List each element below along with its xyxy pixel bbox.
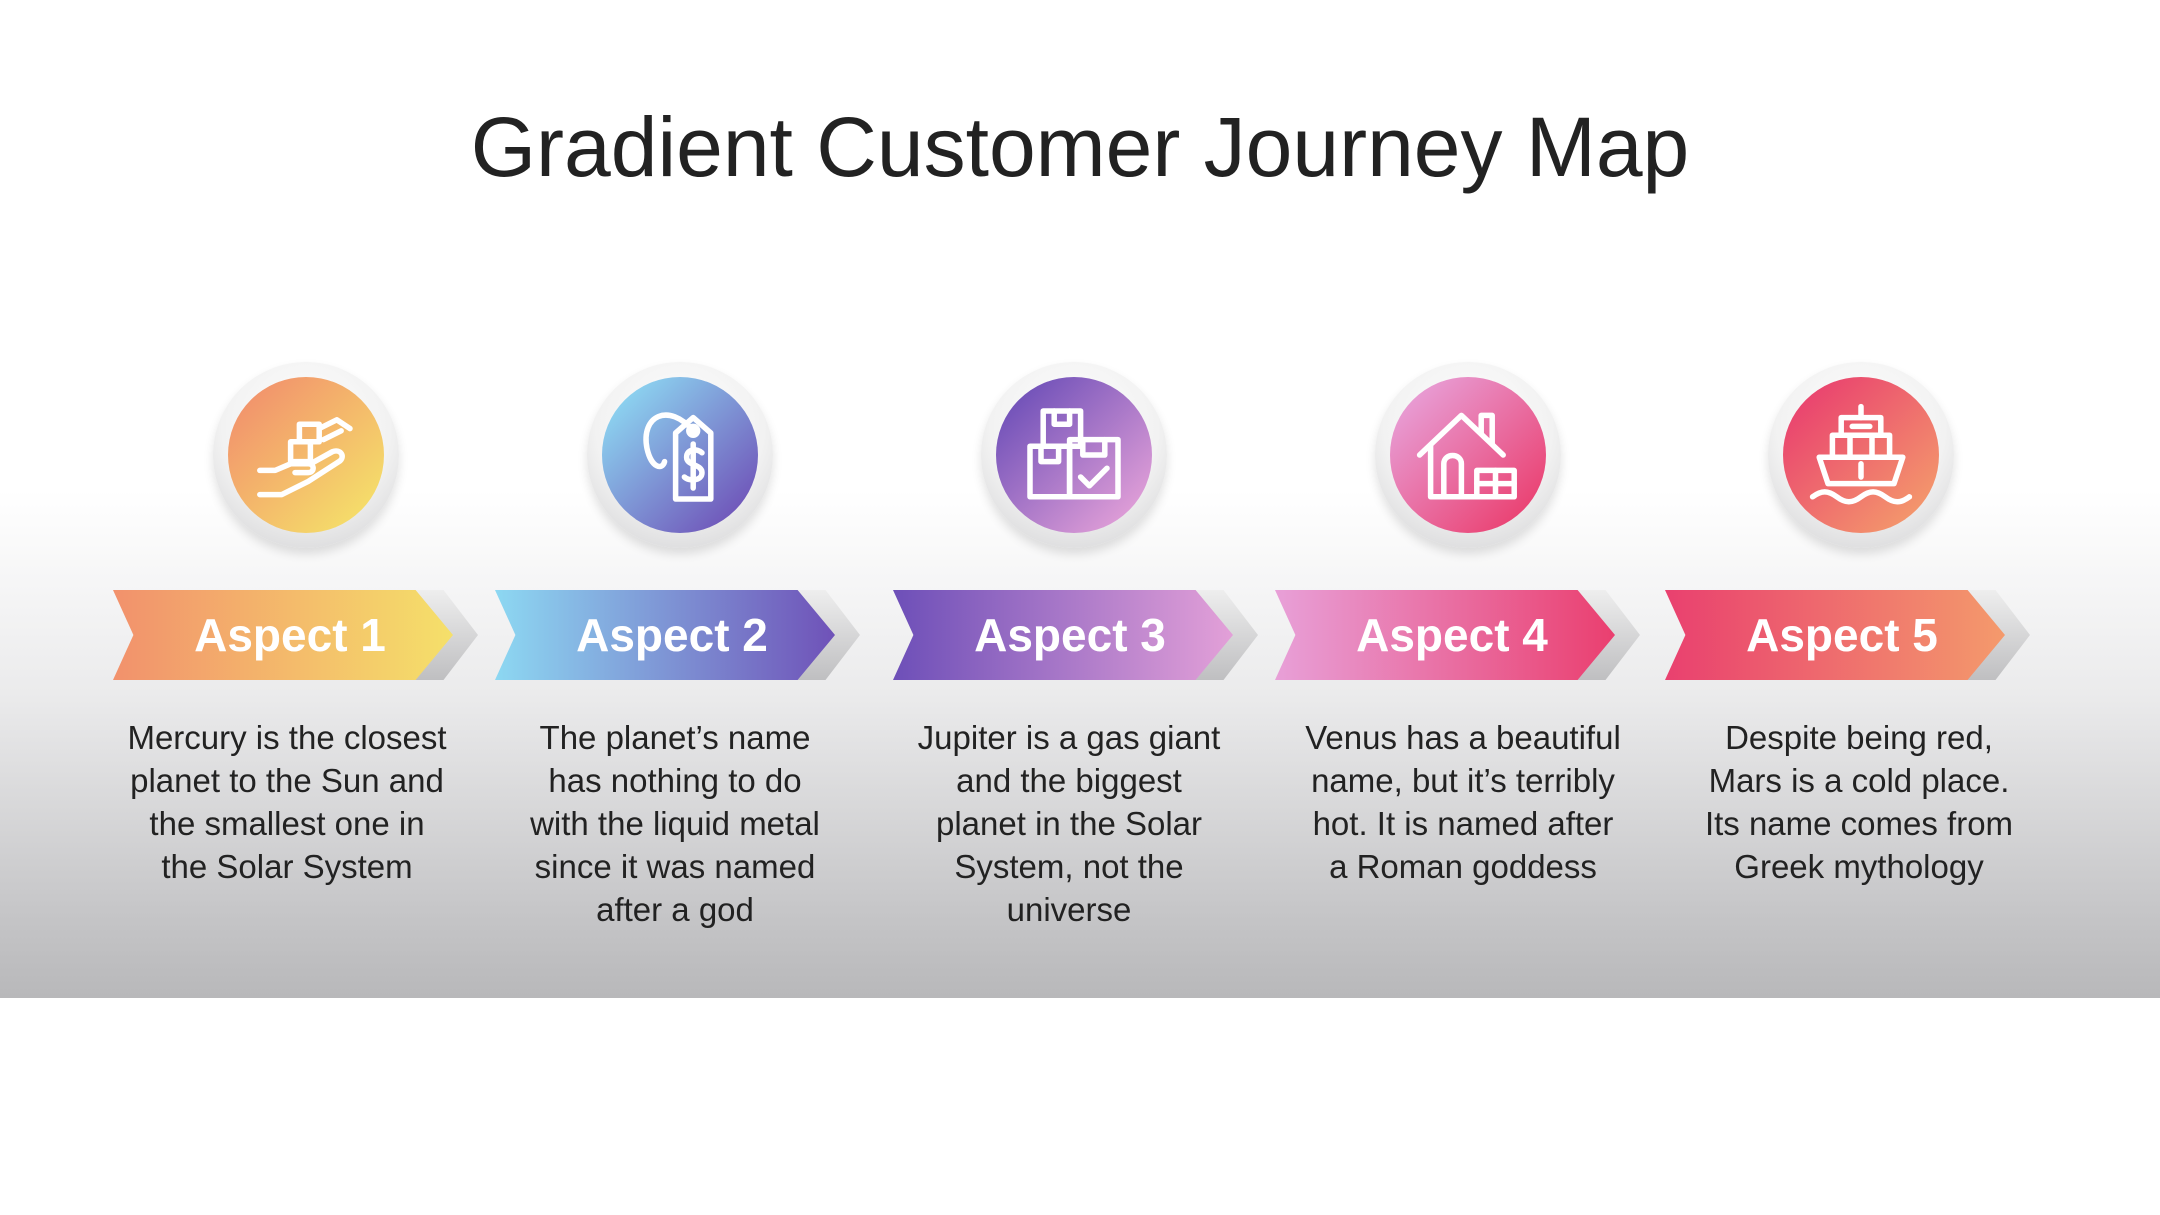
journey-step-2: Aspect 2 The planet’s name has nothing t… bbox=[495, 0, 895, 1215]
icon-disc bbox=[602, 377, 758, 533]
cargo-ship-icon bbox=[1809, 403, 1913, 505]
step-arrow: Aspect 3 bbox=[893, 590, 1233, 680]
step-description: The planet’s name has nothing to do with… bbox=[530, 719, 820, 928]
step-label: Aspect 4 bbox=[1356, 609, 1548, 661]
background-band bbox=[0, 490, 2160, 998]
step-label: Aspect 2 bbox=[576, 609, 768, 661]
step-label: Aspect 1 bbox=[194, 609, 386, 661]
journey-step-1: Aspect 1 Mercury is the closest planet t… bbox=[105, 0, 505, 1215]
journey-step-5: Aspect 5 Despite being red, Mars is a co… bbox=[1665, 0, 2065, 1215]
step-description: Venus has a beautiful name, but it’s ter… bbox=[1305, 719, 1621, 885]
boxes-check-icon bbox=[1027, 408, 1121, 500]
step-arrow: Aspect 2 bbox=[495, 590, 835, 680]
icon-disc bbox=[1783, 377, 1939, 533]
house-boxes-icon bbox=[1416, 412, 1517, 500]
step-arrow: Aspect 1 bbox=[113, 590, 453, 680]
step-description: Despite being red, Mars is a cold place.… bbox=[1704, 719, 2014, 885]
step-description: Mercury is the closest planet to the Sun… bbox=[127, 719, 447, 885]
icon-disc bbox=[1390, 377, 1546, 533]
step-arrow: Aspect 5 bbox=[1665, 590, 2005, 680]
price-tag-icon bbox=[643, 412, 714, 502]
page-title: Gradient Customer Journey Map bbox=[470, 100, 1690, 194]
step-arrow: Aspect 4 bbox=[1275, 590, 1615, 680]
icon-disc bbox=[996, 377, 1152, 533]
step-label: Aspect 5 bbox=[1746, 609, 1938, 661]
journey-step-3: Aspect 3 Jupiter is a gas giant and the … bbox=[885, 0, 1285, 1215]
icon-disc bbox=[228, 377, 384, 533]
journey-step-4: Aspect 4 Venus has a beautiful name, but… bbox=[1275, 0, 1675, 1215]
step-label: Aspect 3 bbox=[974, 609, 1166, 661]
hand-holding-box-icon bbox=[257, 417, 353, 498]
step-description: Jupiter is a gas giant and the biggest p… bbox=[917, 719, 1221, 928]
